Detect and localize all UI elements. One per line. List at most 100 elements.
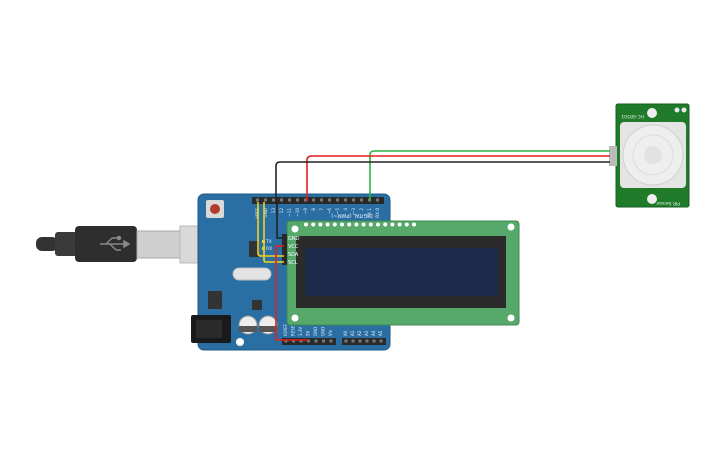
digital-pin-hole xyxy=(312,198,315,202)
digital-pin-hole xyxy=(304,198,307,202)
lcd-header-pad xyxy=(332,222,337,227)
digital-pin-hole xyxy=(296,198,299,202)
lcd-screen xyxy=(305,248,498,296)
lcd-pin-vcc: VCC xyxy=(288,244,299,250)
digital-pin-label: ~6 xyxy=(327,208,332,215)
digital-header-label: DIGITAL (PWM~) xyxy=(331,212,373,218)
digital-pin-hole xyxy=(376,198,379,202)
digital-pin-label: ~9 xyxy=(303,208,308,215)
digital-pin-label: 4 xyxy=(343,208,348,211)
digital-pin-label: ~11 xyxy=(287,208,292,217)
digital-pin-label: ~10 xyxy=(295,208,300,217)
power-pin-label: GND xyxy=(321,327,326,336)
pir-mount-hole-icon xyxy=(647,108,657,118)
digital-pin-label: 8 xyxy=(311,208,316,211)
analog-pin-hole xyxy=(379,339,383,343)
lcd-header-pad xyxy=(376,222,380,227)
digital-pin-label: 2 xyxy=(359,208,364,211)
digital-pin-hole xyxy=(256,198,259,202)
pir-sensor: HC-SR501 PIR Sensor xyxy=(609,103,690,208)
mounting-hole-icon xyxy=(507,314,515,322)
wire-yellow-lcd-sda xyxy=(257,202,284,257)
power-pin-hole xyxy=(292,339,295,343)
lcd-header-pad xyxy=(368,222,373,227)
lcd-1602-i2c: GND VCC SDA SCL xyxy=(282,220,520,326)
mounting-hole-icon xyxy=(236,338,244,346)
power-jack-inner xyxy=(196,320,222,338)
power-pin-label: 3.3V xyxy=(298,327,303,336)
mounting-hole-icon xyxy=(291,314,299,322)
capacitor-icon xyxy=(238,315,258,335)
digital-pin-hole xyxy=(352,198,355,202)
digital-pin-label: 7 xyxy=(319,208,324,211)
lcd-header-pad xyxy=(340,222,344,227)
lcd-header-pad xyxy=(383,222,388,227)
pir-label-bottom: PIR Sensor xyxy=(656,200,680,206)
potentiometer-icon xyxy=(681,107,687,113)
power-pin-label: 5V xyxy=(306,330,311,336)
power-pin-label: RESET xyxy=(291,323,296,336)
pir-mount-hole-icon xyxy=(647,194,657,204)
usb-cable-strain-relief xyxy=(36,237,58,251)
digital-pin-hole xyxy=(280,198,283,202)
power-pin-label: GND xyxy=(313,327,318,336)
analog-pin-label: A0 xyxy=(343,330,348,336)
power-pin-hole xyxy=(284,339,288,343)
analog-pin-hole xyxy=(344,339,348,343)
digital-pin-hole xyxy=(344,198,347,202)
analog-header xyxy=(342,338,386,345)
small-chip xyxy=(252,300,262,310)
digital-pin-label: GND xyxy=(263,208,268,218)
analog-pin-hole xyxy=(351,339,355,343)
digital-header xyxy=(252,197,384,204)
wire-yellow-lcd-scl xyxy=(263,202,284,263)
power-pin-hole xyxy=(329,339,333,343)
pir-dome-ring xyxy=(632,134,674,176)
i2c-header xyxy=(282,234,287,265)
analog-pin-label: A3 xyxy=(364,330,369,336)
lcd-header-pad xyxy=(311,222,316,227)
voltage-regulator xyxy=(208,291,222,309)
digital-pin-hole xyxy=(328,198,331,202)
digital-pin-label: ~3 xyxy=(351,208,356,215)
digital-pin-label: 13 xyxy=(271,208,276,214)
lcd-header-pad xyxy=(354,222,359,227)
power-pin-label: Vin xyxy=(328,329,333,336)
lcd-header-pad xyxy=(361,222,366,227)
pir-label-top: HC-SR501 xyxy=(621,113,644,119)
power-pin-hole xyxy=(314,339,318,343)
digital-pin-label: 12 xyxy=(279,208,284,214)
digital-pin-hole xyxy=(272,198,275,202)
lcd-header-pad xyxy=(390,222,395,227)
digital-pin-label: RX 0 xyxy=(375,208,380,218)
analog-pin-hole xyxy=(372,339,376,343)
digital-pin-label: ~5 xyxy=(335,208,340,215)
digital-pin-hole xyxy=(264,198,267,202)
mounting-hole-icon xyxy=(291,225,299,233)
tx-label: TX xyxy=(265,239,272,245)
power-pin-hole xyxy=(322,339,325,343)
wire-red-lcd-vcc xyxy=(275,245,308,341)
digital-pin-hole xyxy=(320,198,323,202)
analog-pin-hole xyxy=(365,339,369,343)
analog-pin-hole xyxy=(358,339,362,343)
lcd-header-pad xyxy=(304,222,308,227)
pir-dome-center xyxy=(644,146,662,164)
crystal-oscillator xyxy=(232,267,272,281)
analog-pin-label: A1 xyxy=(350,330,355,336)
wire-green-pir-out xyxy=(369,150,610,201)
wire-black-pir-gnd xyxy=(275,161,610,201)
analog-pin-label: A2 xyxy=(357,330,362,336)
analog-pin-label: A4 xyxy=(371,330,376,336)
rx-label: RX xyxy=(266,246,272,252)
mounting-hole-icon xyxy=(507,223,515,231)
digital-pin-hole xyxy=(288,198,291,202)
usb-plug-metal xyxy=(136,230,182,259)
usb-chip xyxy=(249,241,259,257)
reset-button-cap xyxy=(210,204,220,214)
usb-symbol-icon xyxy=(100,235,131,251)
